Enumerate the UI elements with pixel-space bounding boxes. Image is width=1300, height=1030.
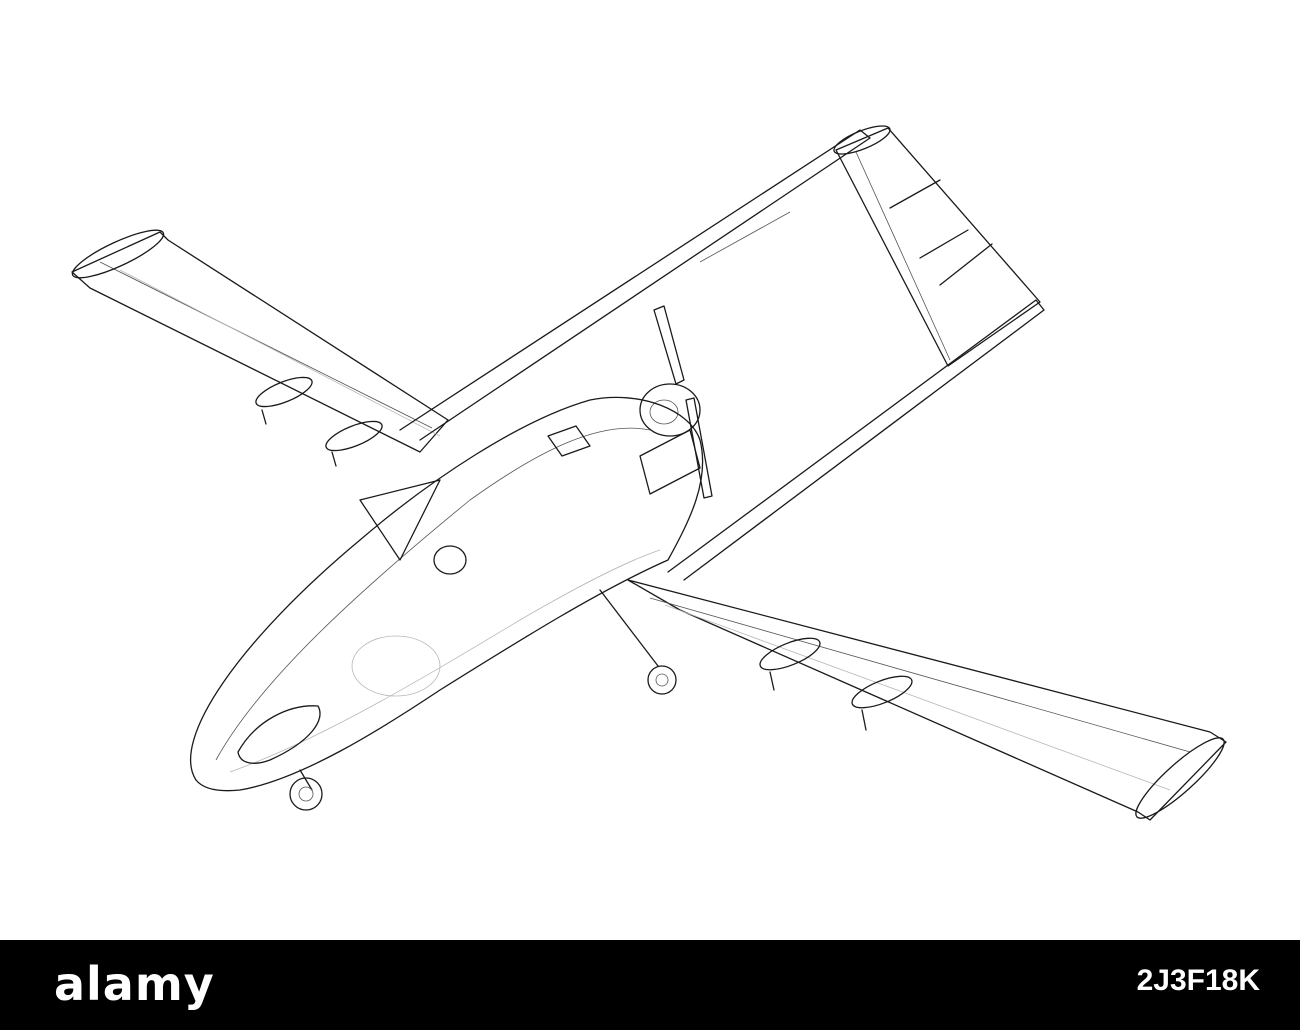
fuselage	[190, 396, 704, 792]
brand-wordmark: alamy	[54, 957, 215, 1011]
right-wing	[627, 579, 1227, 821]
wing-pods	[255, 376, 913, 731]
landing-gear	[289, 589, 677, 811]
image-id-label: 2J3F18K	[1136, 964, 1260, 997]
drone-wireframe-illustration	[71, 125, 1227, 821]
stock-footer-bar: alamy 2J3F18K	[0, 940, 1300, 1030]
propeller	[639, 305, 713, 499]
tail-assembly	[833, 125, 1041, 367]
drawing-canvas	[71, 125, 1227, 821]
brand-logo[interactable]: alamy	[54, 958, 215, 1010]
tail-booms	[399, 129, 1045, 581]
left-wing	[71, 229, 449, 453]
